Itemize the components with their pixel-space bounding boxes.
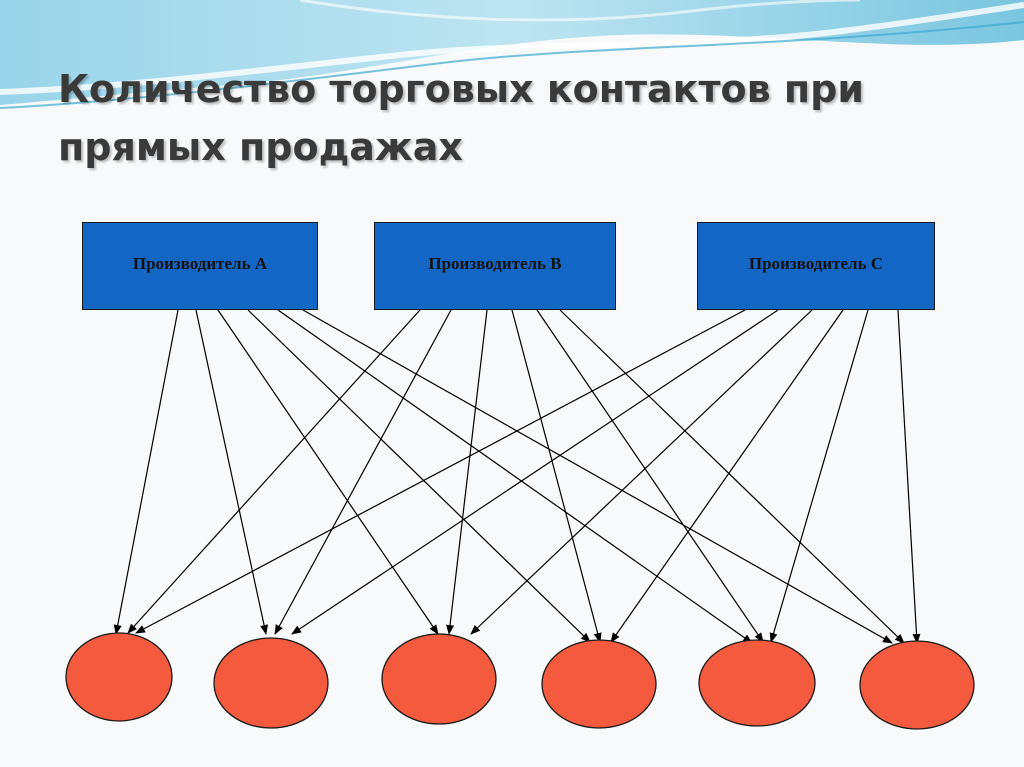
buyer-node-5 xyxy=(698,639,816,727)
arrow-producer-b-to-buyer-1 xyxy=(127,309,421,634)
buyer-nodes xyxy=(65,632,975,730)
arrow-producer-a-to-buyer-5 xyxy=(277,309,753,644)
arrow-producer-c-to-buyer-4 xyxy=(610,309,844,643)
arrow-producer-a-to-buyer-4 xyxy=(247,309,591,643)
arrow-producer-a-to-buyer-3 xyxy=(217,309,439,635)
header-wave-line-2 xyxy=(299,0,861,22)
producer-a-label: Производитель А xyxy=(132,254,268,273)
producer-b-box: Производитель В xyxy=(374,222,616,310)
arrow-producer-b-to-buyer-5 xyxy=(536,309,764,643)
slide-title-line-1: Количество торговых контактов при xyxy=(58,67,864,111)
buyer-node-3 xyxy=(381,633,497,725)
header-wave-line xyxy=(0,21,1024,109)
buyer-node-1 xyxy=(65,632,173,722)
arrow-producer-b-to-buyer-6 xyxy=(559,309,905,644)
producer-c-box: Производитель С xyxy=(697,222,935,310)
arrow-producer-a-to-buyer-6 xyxy=(302,309,893,644)
producer-b-label: Производитель В xyxy=(428,254,562,273)
header-wave xyxy=(0,0,1024,105)
arrow-producer-a-to-buyer-2 xyxy=(195,309,269,635)
header-wave-highlight xyxy=(0,2,1024,95)
producer-c-label: Производитель С xyxy=(748,254,884,273)
buyer-node-6 xyxy=(859,640,975,730)
arrow-producer-c-to-buyer-3 xyxy=(470,309,813,635)
arrow-producer-c-to-buyer-6 xyxy=(897,309,921,644)
arrow-producer-c-to-buyer-2 xyxy=(291,309,779,635)
arrow-producer-a-to-buyer-1 xyxy=(113,309,179,635)
connection-arrows xyxy=(113,309,921,644)
arrow-producer-c-to-buyer-1 xyxy=(135,309,746,634)
buyer-node-4 xyxy=(541,639,657,729)
slide-title: Количество торговых контактов при прямых… xyxy=(58,60,958,176)
arrow-producer-c-to-buyer-5 xyxy=(769,309,869,643)
arrow-producer-b-to-buyer-3 xyxy=(446,309,488,635)
arrow-producer-b-to-buyer-2 xyxy=(274,309,452,635)
slide-title-line-2: прямых продажах xyxy=(58,125,463,169)
producer-a-box: Производитель А xyxy=(82,222,318,310)
buyer-node-2 xyxy=(213,637,329,729)
arrow-producer-b-to-buyer-4 xyxy=(511,309,602,643)
